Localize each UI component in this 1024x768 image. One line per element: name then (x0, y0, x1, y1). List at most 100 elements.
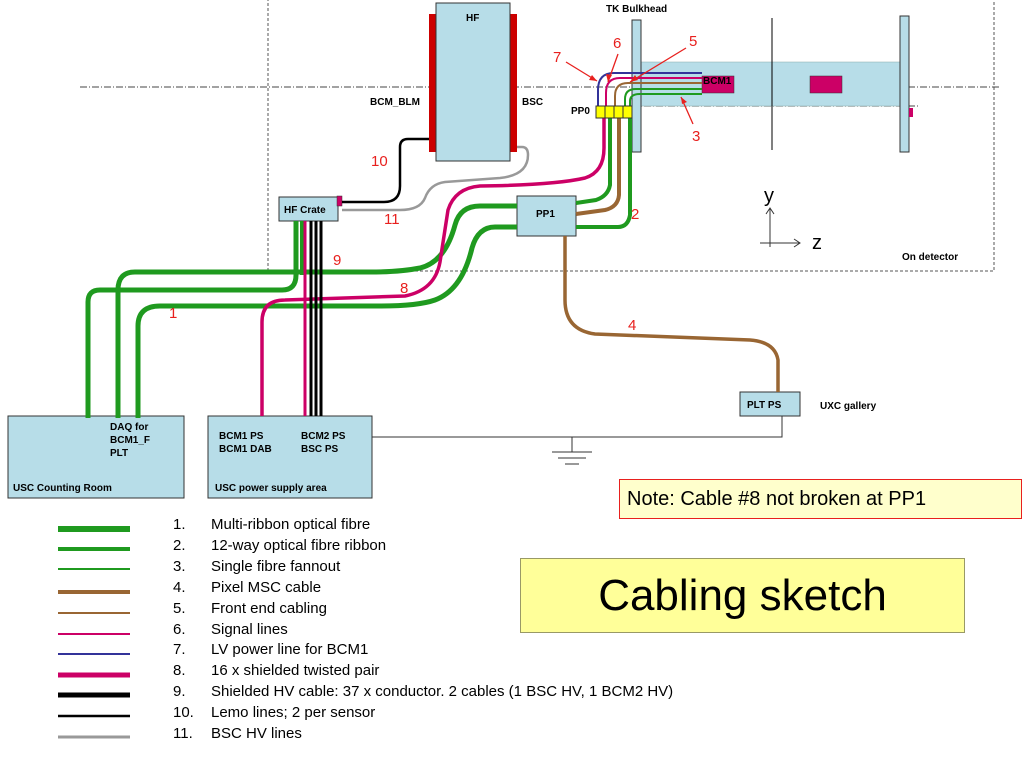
hf-red-right (509, 14, 517, 152)
legend-text-9: Shielded HV cable: 37 x conductor. 2 cab… (211, 683, 673, 700)
axis-y-head (765, 207, 775, 215)
legend-text-6: Signal lines (211, 621, 288, 638)
cable-5-front-end (614, 82, 702, 106)
legend-num-11: 11. (173, 725, 193, 742)
cable-number-6: 6 (613, 35, 621, 52)
cable-number-11: 11 (384, 211, 400, 228)
cable-1-multi-ribbon (85, 221, 299, 418)
plt-ps-label: PLT PS (747, 400, 782, 411)
legend-num-3: 3. (173, 558, 186, 575)
cable-green-fibre-a (115, 203, 517, 418)
pp1-box (516, 195, 577, 237)
cable-11-bsc-hv (342, 145, 530, 212)
cable-7-lv-power (597, 72, 702, 106)
bcm-blm-label: BCM_BLM (370, 97, 420, 108)
pp1-label: PP1 (536, 209, 555, 220)
ps-left-line-1: BCM1 PS (219, 431, 264, 442)
legend-num-9: 9. (173, 683, 186, 700)
tk-bulkhead-label: TK Bulkhead (606, 4, 667, 15)
cable-brown-pp1-pp0 (575, 116, 621, 216)
arrow-7-head (589, 75, 597, 81)
ps-left-line-2: BCM1 DAB (219, 444, 272, 455)
cable-number-8: 8 (400, 280, 408, 297)
ps-right-line-1: BCM2 PS (301, 431, 346, 442)
ps-right-line-2: BSC PS (301, 444, 339, 455)
cable-3-single-fibre (624, 88, 702, 106)
cable-number-5: 5 (689, 33, 697, 50)
detector-region-frame (267, 0, 995, 272)
legend-text-10: Lemo lines; 2 per sensor (211, 704, 375, 721)
pp0-label: PP0 (571, 106, 590, 117)
usc-power-supply-label: USC power supply area (215, 483, 327, 494)
cable-number-3: 3 (692, 128, 700, 145)
arrow-5 (629, 47, 687, 83)
pp0-slot-4 (622, 105, 633, 119)
usc-power-supply-box (207, 415, 373, 499)
daq-line-1: DAQ for (110, 422, 148, 433)
legend-text-1: Multi-ribbon optical fibre (211, 516, 370, 533)
legend-text-11: BSC HV lines (211, 725, 302, 742)
hf-crate-connector (336, 195, 343, 207)
cable-4-pixel-msc (563, 236, 780, 392)
cable-green-fibre-b (135, 224, 517, 418)
tk-bulkhead-plate (631, 19, 642, 153)
legend-text-2: 12-way optical fibre ribbon (211, 537, 386, 554)
cable-6-signal (605, 77, 702, 106)
bcm1-label: BCM1 (703, 76, 732, 87)
far-plate (899, 15, 910, 153)
far-bcm-marker (909, 108, 913, 117)
arrow-6-head (606, 74, 612, 82)
bsc-label: BSC (522, 97, 543, 108)
hf-crate-box (278, 196, 339, 222)
legend-num-1: 1. (173, 516, 186, 533)
pp0-slot-2 (604, 105, 615, 119)
cable-green-pp1-pp0 (575, 116, 612, 205)
hf-box (435, 2, 511, 162)
cable-number-9: 9 (333, 252, 341, 269)
axis-z-label: z (812, 232, 822, 254)
hf-crate-label: HF Crate (284, 205, 326, 216)
legend-num-5: 5. (173, 600, 186, 617)
axis-y-label: y (764, 185, 774, 207)
note-box: Note: Cable #8 not broken at PP1 (619, 479, 1022, 519)
legend-text-3: Single fibre fannout (211, 558, 341, 575)
page-title: Cabling sketch (520, 558, 965, 633)
hf-red-left (429, 14, 437, 152)
cable-number-4: 4 (628, 317, 636, 334)
legend-text-8: 16 x shielded twisted pair (211, 662, 379, 679)
ground-wire (372, 416, 783, 438)
pp0-slot-1 (595, 105, 606, 119)
cable-2-ribbon (576, 116, 632, 229)
cable-8-twisted-pair (260, 116, 606, 416)
legend-text-7: LV power line for BCM1 (211, 641, 368, 658)
legend-num-6: 6. (173, 621, 186, 638)
cable-number-7: 7 (553, 49, 561, 66)
cable-number-1: 1 (169, 305, 177, 322)
legend-text-5: Front end cabling (211, 600, 327, 617)
pp0-slot-3 (613, 105, 624, 119)
bcm1-block-far (809, 75, 843, 94)
legend-num-4: 4. (173, 579, 186, 596)
legend-num-8: 8. (173, 662, 186, 679)
plt-ps-box (739, 391, 801, 417)
cable-number-2: 2 (631, 206, 639, 223)
cable-number-10: 10 (371, 153, 388, 170)
uxc-gallery-label: UXC gallery (820, 401, 877, 412)
legend-text-4: Pixel MSC cable (211, 579, 321, 596)
hf-label: HF (466, 13, 479, 24)
on-detector-label: On detector (902, 252, 958, 263)
legend: 1. Multi-ribbon optical fibre 2. 12-way … (58, 516, 673, 742)
arrow-5-head (630, 75, 638, 82)
daq-line-3: PLT (110, 448, 128, 459)
cable-3-single-fibre-b (629, 93, 702, 106)
axis-z-head (793, 238, 801, 248)
legend-num-10: 10. (173, 704, 194, 721)
usc-counting-room-label: USC Counting Room (13, 483, 112, 494)
cable-10-lemo (342, 137, 429, 204)
usc-counting-room-box (7, 415, 185, 499)
bcm1-block (701, 75, 735, 94)
legend-num-7: 7. (173, 641, 186, 658)
daq-line-2: BCM1_F (110, 435, 150, 446)
legend-num-2: 2. (173, 537, 186, 554)
